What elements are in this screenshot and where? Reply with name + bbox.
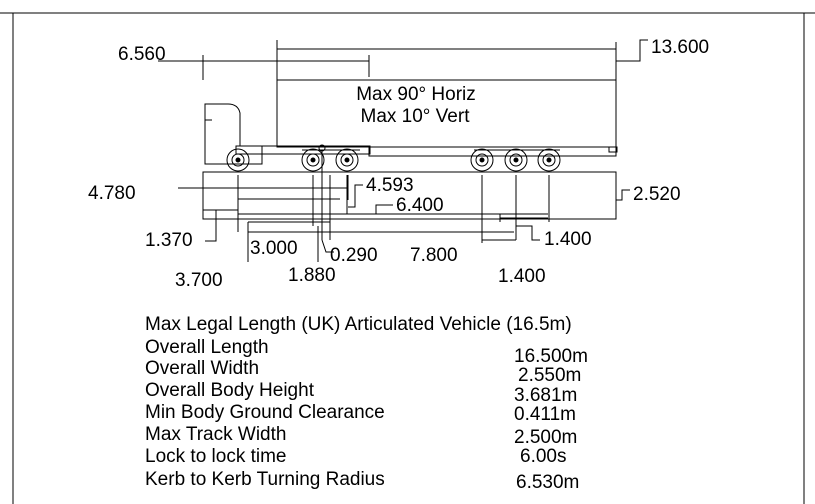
dim-3700: 3.700 (175, 270, 223, 291)
articulation-vertical-text: Max 10° Vert (361, 106, 471, 127)
wheel-trailer-1 (470, 148, 494, 172)
tractor-cab (204, 103, 263, 165)
dim-trailer-length: 13.600 (651, 37, 709, 58)
dim-4780: 4.780 (88, 183, 136, 204)
spec-title: Max Legal Length (UK) Articulated Vehicl… (145, 314, 572, 335)
spec-value-lock-time: 6.00s (520, 446, 566, 467)
vehicle-side-view (202, 79, 618, 220)
spec-value-body-height: 3.681m (514, 385, 577, 406)
spec-label-overall-width: Overall Width (145, 358, 259, 379)
wheel-trailer-3 (537, 148, 561, 172)
spec-label-turning-radius: Kerb to Kerb Turning Radius (145, 469, 385, 490)
dim-7800: 7.800 (410, 245, 458, 266)
wheel-drive-2 (335, 148, 359, 172)
spec-value-overall-length: 16.500m (514, 346, 588, 367)
dimension-labels: 13.600 6.560 4.780 4.593 6.400 2.520 1.3… (88, 37, 709, 291)
articulation-horizontal-text: Max 90° Horiz (356, 84, 476, 105)
dim-0290: 0.290 (330, 245, 378, 266)
wheel-drive-1 (301, 148, 325, 172)
dimension-lines (158, 39, 648, 262)
wheel-front (226, 148, 250, 172)
trailer-chassis (368, 146, 617, 157)
spec-label-ground-clearance: Min Body Ground Clearance (145, 402, 385, 423)
spec-table: Max Legal Length (UK) Articulated Vehicl… (145, 314, 588, 493)
dim-kingpin-front: 6.560 (118, 44, 166, 65)
dim-6400: 6.400 (396, 195, 444, 216)
spec-label-track-width: Max Track Width (145, 424, 286, 445)
dim-3000: 3.000 (250, 238, 298, 259)
spec-value-turning-radius: 6.530m (516, 472, 579, 493)
spec-value-track-width: 2.500m (514, 427, 577, 448)
spec-label-body-height: Overall Body Height (145, 380, 315, 401)
wheel-trailer-2 (504, 148, 528, 172)
rear-bumper (608, 146, 618, 153)
articulation-note: Max 90° Horiz Max 10° Vert (356, 84, 476, 127)
spec-label-overall-length: Overall Length (145, 337, 269, 358)
dim-4593: 4.593 (366, 175, 414, 196)
spec-value-ground-clearance: 0.411m (514, 404, 576, 425)
dim-2520: 2.520 (633, 184, 681, 205)
spec-value-overall-width: 2.550m (518, 365, 581, 386)
tractor-chassis (235, 145, 371, 155)
dim-1880: 1.880 (288, 265, 336, 286)
dim-front-overhang: 1.370 (145, 230, 193, 251)
dim-1400-upper: 1.400 (544, 229, 592, 250)
dim-1400-lower: 1.400 (498, 266, 546, 287)
drawing-frame (0, 12, 815, 504)
spec-label-lock-time: Lock to lock time (145, 446, 287, 467)
